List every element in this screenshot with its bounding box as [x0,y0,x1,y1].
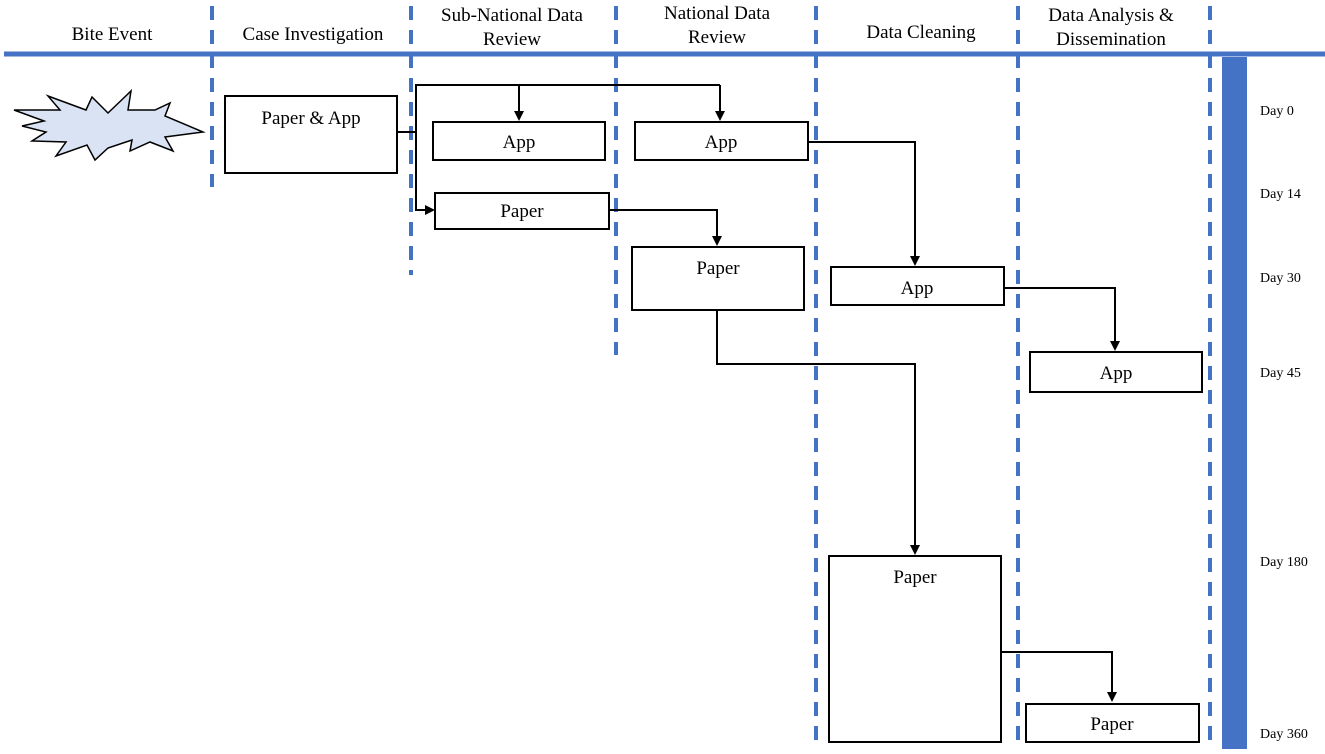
header-national-line1: National Data [664,3,771,24]
header-sub-national-line1: Sub-National Data [441,5,584,26]
bite-event-burst-icon [13,88,206,162]
box-cleaning-app-label: App [901,278,934,299]
day-label-0: Day 0 [1260,104,1294,119]
arrow-cleaning-app-to-analysis-app [1004,287,1120,351]
box-subnational-app-label: App [503,132,536,153]
day-label-360: Day 360 [1260,727,1308,742]
box-case-paper-app-label: Paper & App [261,108,360,129]
header-national-line2: Review [688,27,746,48]
connector-case-to-top [397,84,720,133]
header-analysis-line2: Dissemination [1056,29,1166,50]
day-label-45: Day 45 [1260,366,1301,381]
box-national-app-label: App [705,132,738,153]
arrow-to-subnational-paper [415,132,435,215]
box-subnational-paper: Paper [434,192,610,230]
box-analysis-paper-label: Paper [1090,714,1134,735]
box-national-paper-label: Paper [696,258,740,279]
day-label-30: Day 30 [1260,271,1301,286]
arrow-national-paper-to-cleaning-paper [716,311,920,555]
header-data-cleaning: Data Cleaning [866,22,976,43]
header-case-investigation: Case Investigation [243,24,384,45]
day-label-14: Day 14 [1260,187,1301,202]
arrow-cleaning-paper-to-analysis-paper [1001,651,1117,702]
box-analysis-paper: Paper [1025,703,1200,743]
header-sub-national-line2: Review [483,29,541,50]
box-subnational-paper-label: Paper [500,201,544,222]
timeline-bar [1222,57,1247,749]
box-cleaning-paper-label: Paper [893,567,937,588]
box-cleaning-app: App [830,266,1005,306]
header-bite-event: Bite Event [72,24,153,45]
box-national-app: App [634,121,809,161]
box-national-paper: Paper [631,246,805,311]
box-cleaning-paper: Paper [828,555,1002,743]
box-case-paper-app: Paper & App [224,95,398,174]
header-analysis-line1: Data Analysis & [1048,5,1174,26]
box-analysis-app-label: App [1100,363,1133,384]
box-analysis-app: App [1029,351,1203,393]
day-label-180: Day 180 [1260,555,1308,570]
arrow-national-app-to-cleaning-app [808,141,920,266]
arrow-subnational-paper-to-national-paper [609,209,722,246]
box-subnational-app: App [432,121,606,161]
